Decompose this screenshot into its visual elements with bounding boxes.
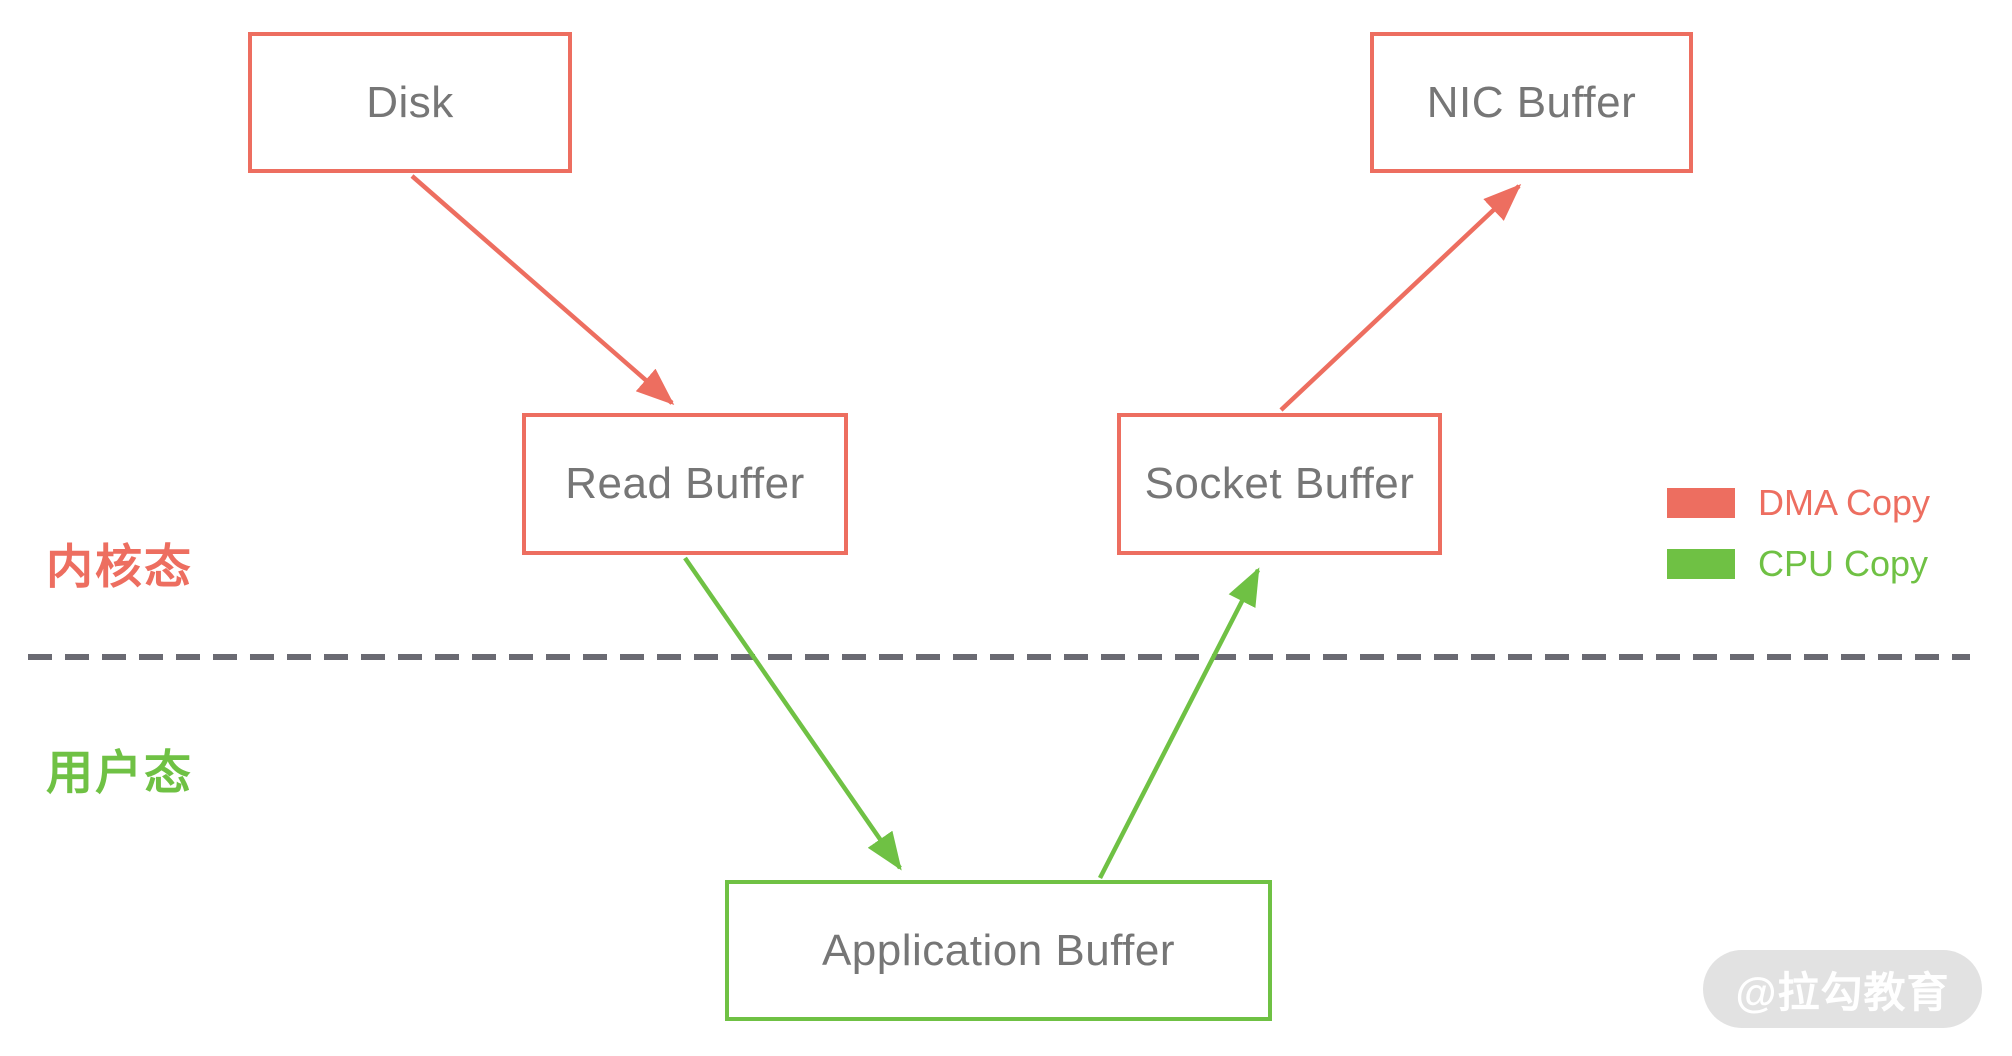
watermark-badge: @拉勾教育 xyxy=(1703,950,1982,1028)
node-application-buffer-label: Application Buffer xyxy=(821,925,1176,975)
node-disk-label: Disk xyxy=(366,77,454,127)
node-disk: Disk xyxy=(248,32,572,173)
node-socket-buffer: Socket Buffer xyxy=(1117,413,1442,555)
edge-dma-socket-buffer-to-nic-buffer xyxy=(1279,183,1522,412)
node-socket-buffer-label: Socket Buffer xyxy=(1144,459,1415,508)
cpu-copy-color-swatch xyxy=(1667,549,1735,579)
node-nic-buffer-label: NIC Buffer xyxy=(1426,77,1637,127)
node-nic-buffer: NIC Buffer xyxy=(1370,32,1693,173)
node-application-buffer: Application Buffer xyxy=(725,880,1272,1021)
legend-row-dma: DMA Copy xyxy=(1667,482,1930,523)
node-read-buffer: Read Buffer xyxy=(522,413,848,555)
legend: DMA Copy CPU Copy xyxy=(1667,482,1930,610)
dma-copy-color-swatch xyxy=(1667,488,1735,518)
watermark-text: @拉勾教育 xyxy=(1735,968,1950,1016)
user-mode-label: 用户态 xyxy=(46,746,193,799)
edge-dma-disk-to-read-buffer xyxy=(410,174,675,405)
legend-row-cpu: CPU Copy xyxy=(1667,543,1930,584)
kernel-mode-label: 内核态 xyxy=(46,540,193,593)
dma-copy-legend-label: DMA Copy xyxy=(1758,482,1931,523)
cpu-copy-legend-label: CPU Copy xyxy=(1758,543,1929,584)
edge-cpu-application-buffer-to-socket-buffer xyxy=(1097,567,1261,880)
node-read-buffer-label: Read Buffer xyxy=(565,459,805,508)
edge-cpu-read-buffer-to-application-buffer xyxy=(683,556,902,871)
